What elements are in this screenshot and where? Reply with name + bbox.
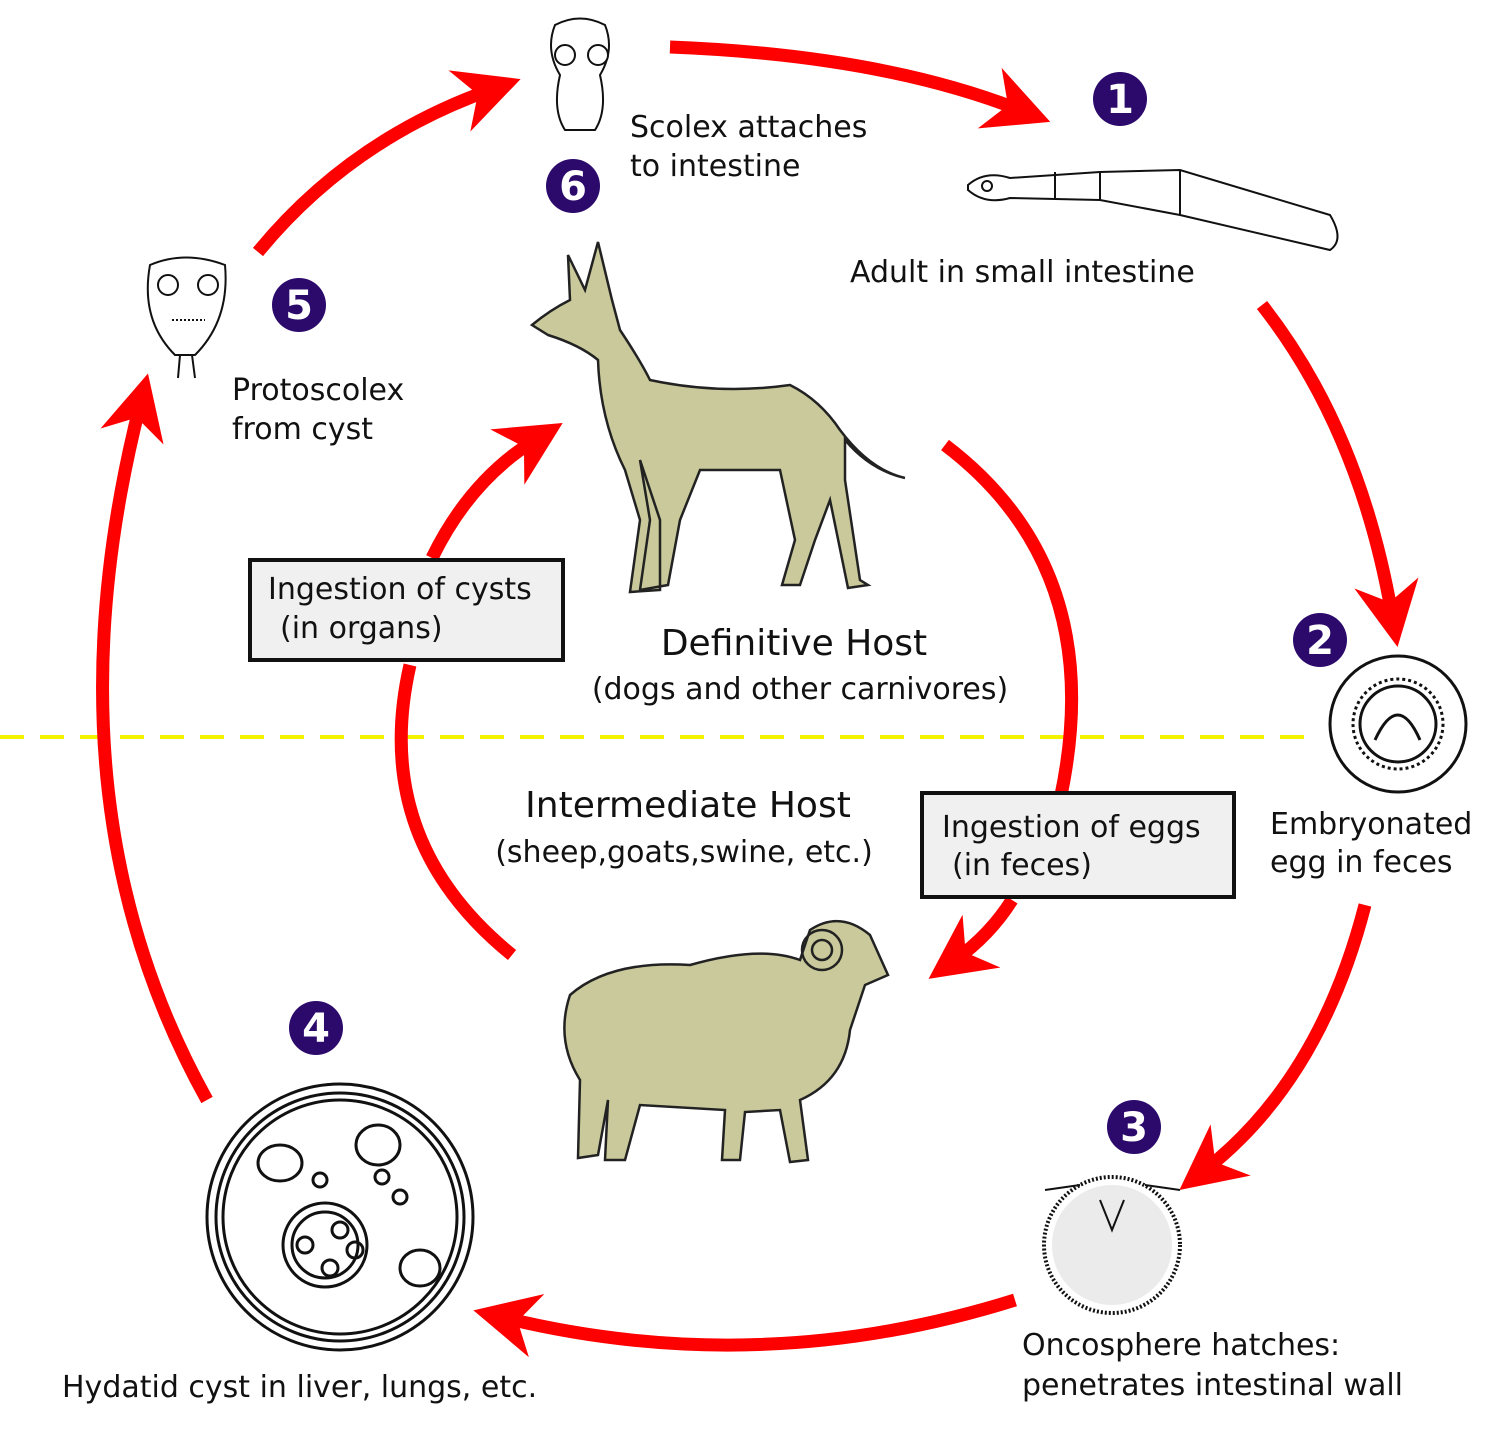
sheep-illustration [563, 919, 890, 1164]
svg-text:Ingestion of cysts: Ingestion of cysts [268, 572, 532, 607]
stage-5-label-line2: from cyst [232, 412, 373, 447]
svg-text:(in organs): (in organs) [280, 611, 443, 646]
stage-badge-2: 2 [1293, 613, 1347, 667]
stage-badge-6: 6 [546, 159, 600, 213]
arrow-6-to-1 [669, 40, 1051, 129]
arrow-4-to-5 [96, 373, 213, 1104]
stage-4-label: Hydatid cyst in liver, lungs, etc. [62, 1370, 537, 1405]
arrow-cysts-to-dog [426, 422, 563, 561]
oncosphere-illustration [1042, 1175, 1182, 1315]
stage-2-label-line1: Embryonated [1270, 807, 1472, 842]
stage-badge-1: 1 [1093, 72, 1147, 126]
stage-6-label-line1: Scolex attaches [630, 110, 867, 145]
arrow-sheep-to-cysts-box [394, 663, 517, 961]
svg-text:Ingestion of eggs: Ingestion of eggs [942, 810, 1201, 845]
stage-1-label: Adult in small intestine [850, 255, 1195, 290]
svg-text:6: 6 [559, 164, 587, 210]
svg-text:4: 4 [302, 1006, 330, 1052]
stage-badge-5: 5 [272, 278, 326, 332]
stage-3-label-line1: Oncosphere hatches: [1022, 1328, 1340, 1363]
embryonated-egg-illustration [1328, 654, 1468, 794]
definitive-host-subtitle: (dogs and other carnivores) [592, 672, 1008, 707]
stage-2-label-line2: egg in feces [1270, 845, 1453, 880]
svg-text:(in feces): (in feces) [952, 848, 1092, 883]
intermediate-host-subtitle: (sheep,goats,swine, etc.) [495, 835, 873, 870]
svg-text:2: 2 [1306, 618, 1334, 664]
arrow-2-to-3 [1179, 903, 1372, 1191]
svg-text:5: 5 [285, 283, 313, 329]
arrow-5-to-6 [252, 70, 521, 257]
stage-3-label-line2: penetrates intestinal wall [1022, 1368, 1403, 1403]
ingestion-of-cysts-box: Ingestion of cysts (in organs) [248, 558, 565, 662]
stage-badge-3: 3 [1107, 1100, 1161, 1154]
arrow-eggs-to-sheep [928, 896, 1018, 979]
svg-text:3: 3 [1120, 1105, 1148, 1151]
stage-badge-4: 4 [289, 1001, 343, 1055]
protoscolex-illustration [146, 256, 227, 379]
stage-6-label-line2: to intestine [630, 149, 800, 184]
stage-5-label-line1: Protoscolex [232, 373, 404, 408]
arrow-1-to-2 [1256, 300, 1419, 648]
arrow-3-to-4 [473, 1293, 1017, 1358]
hydatid-cyst-illustration [205, 1082, 475, 1352]
arrow-dog-to-eggs-box [941, 439, 1079, 802]
dog-illustration [529, 241, 906, 594]
intermediate-host-title: Intermediate Host [525, 785, 851, 826]
definitive-host-title: Definitive Host [661, 623, 927, 664]
scolex-illustration [550, 17, 610, 131]
ingestion-of-eggs-box: Ingestion of eggs (in feces) [920, 791, 1236, 899]
svg-text:1: 1 [1106, 77, 1134, 123]
adult-tapeworm-illustration [967, 168, 1339, 252]
